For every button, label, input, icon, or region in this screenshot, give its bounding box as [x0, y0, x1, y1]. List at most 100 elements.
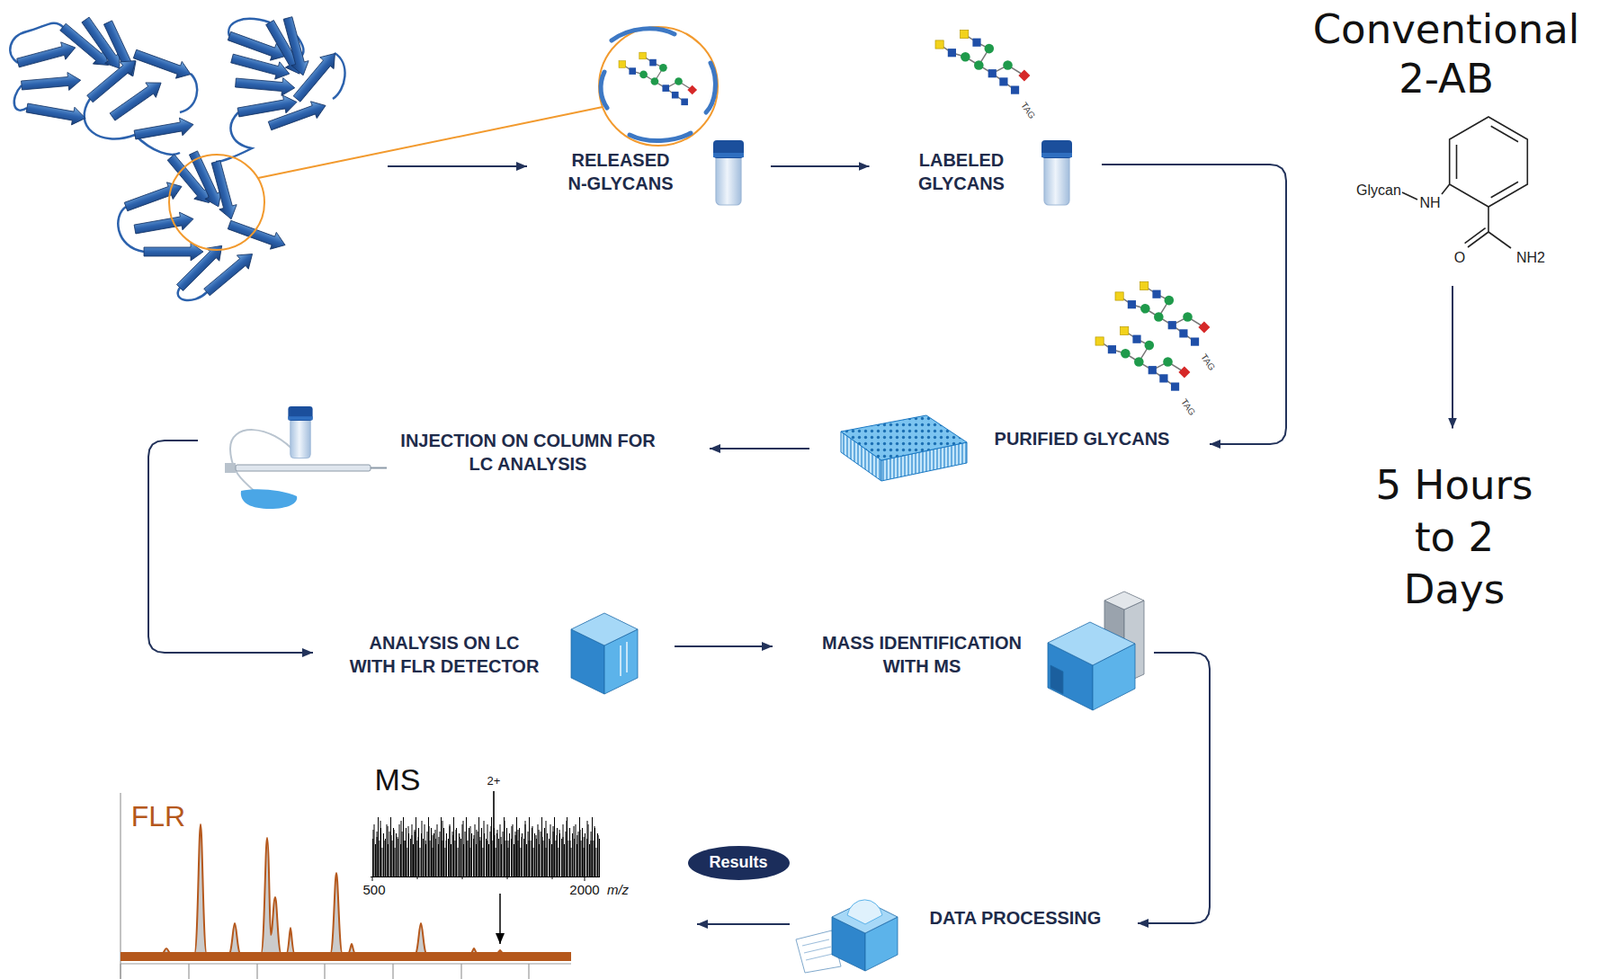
- released-glycan-figure: [600, 28, 716, 142]
- results-ellipse: [688, 846, 790, 881]
- chart-title: FLR: [131, 800, 186, 834]
- axis-unit-label: m/z: [607, 882, 629, 898]
- antibody-ribbon: [179, 73, 197, 113]
- lc-instrument-icon: [571, 613, 638, 646]
- antibody-ribbon: [20, 71, 81, 95]
- purified-glycan-figure: [1115, 281, 1210, 346]
- two-ab-structure: [1449, 116, 1529, 207]
- antibody-ribbon: [133, 116, 195, 144]
- text-group: PURIFIED GLYCANS: [993, 427, 1171, 451]
- flr-chromatogram: [119, 793, 121, 979]
- ms-spectrum: [492, 791, 495, 877]
- process-step: DATA PROCESSING: [787, 880, 1136, 979]
- flow-connector: [709, 447, 810, 450]
- time-estimate: 5 Hours to 2 Days: [1363, 430, 1547, 623]
- injection-icon: [230, 429, 297, 493]
- zoom-callout: [169, 26, 718, 251]
- vial-icon: [1041, 140, 1073, 206]
- text-group: LABELED GLYCANS: [911, 148, 1012, 196]
- released-glycan-figure: [618, 52, 698, 106]
- antibody-ribbon: [206, 159, 240, 222]
- process-step: RELEASED N-GLYCANS: [558, 134, 769, 213]
- antibody-ribbon: [9, 14, 345, 301]
- two-ab-structure: [1402, 116, 1528, 249]
- results-badge: Results: [687, 845, 791, 882]
- antibody-ribbon: [133, 210, 195, 239]
- flow-arrow: [697, 923, 790, 926]
- text-group: RELEASED N-GLYCANS: [563, 148, 678, 196]
- injection-icon: [235, 464, 371, 472]
- ms-spectrum: [372, 813, 600, 877]
- ms-spectrum: [370, 791, 600, 945]
- process-step: PURIFIED GLYCANS: [811, 408, 1208, 487]
- atom-label: NH2: [1516, 250, 1546, 267]
- released-glycan-figure: [600, 28, 716, 142]
- zoom-callout: [598, 26, 718, 146]
- ms-instrument-icon: [1047, 622, 1136, 666]
- two-ab-structure: [1491, 181, 1519, 198]
- two-ab-structure: [1441, 184, 1450, 195]
- text-group: DATA PROCESSING: [929, 906, 1102, 930]
- released-glycan-figure: [629, 133, 691, 142]
- tag-label: TAG: [1198, 352, 1218, 374]
- ms-instrument-icon: [1050, 665, 1064, 695]
- computer-icon: [795, 900, 898, 974]
- step-label: PURIFIED GLYCANS: [993, 427, 1171, 451]
- atom-label: Glycan: [1356, 182, 1402, 199]
- antibody-ribbon: [132, 45, 195, 83]
- text-group: Results: [708, 853, 769, 874]
- zoom-callout: [169, 154, 265, 251]
- tag-label: TAG: [1179, 397, 1198, 419]
- process-step: MASS IDENTIFICATION WITH MS: [774, 579, 1153, 718]
- flow-connector: [1101, 164, 1287, 445]
- lc-instrument-icon: [619, 645, 622, 677]
- antibody-ribbon: [25, 98, 87, 127]
- two-ab-structure: [1487, 206, 1490, 233]
- vial-icon: [713, 140, 744, 206]
- computer-icon: [847, 900, 883, 925]
- ms-spectrum: [372, 876, 585, 882]
- tag-label: TAG: [1018, 100, 1038, 122]
- ms-spectrum: [372, 813, 600, 877]
- step-label: LABELED GLYCANS: [911, 148, 1012, 196]
- flow-arrow: [387, 165, 528, 168]
- ms-instrument-icon: [1047, 591, 1145, 711]
- injection-icon: [287, 406, 313, 459]
- method-title-text: Conventional 2-AB: [1297, 5, 1596, 105]
- two-ab-structure: [1456, 144, 1458, 179]
- step-label: DATA PROCESSING: [929, 906, 1102, 930]
- purified-glycan-figure: [1095, 326, 1190, 391]
- axis-tick-label: 2000: [569, 882, 599, 898]
- released-glycan-figure: [611, 28, 675, 41]
- released-glycan-figure: [706, 62, 716, 113]
- well-plate-icon: [840, 415, 967, 482]
- antibody-ribbon: [123, 178, 186, 215]
- computer-icon: [802, 939, 833, 961]
- step-label: MASS IDENTIFICATION WITH MS: [811, 631, 1033, 679]
- released-glycan-figure: [600, 71, 608, 108]
- injection-icon: [224, 463, 236, 474]
- ms-spectrum: [499, 893, 501, 945]
- antibody-ribbon: [15, 38, 78, 72]
- flow-connector: [1137, 652, 1210, 924]
- process-step: LABELED GLYCANS: [871, 134, 1101, 213]
- two-ab-structure: [1402, 192, 1418, 200]
- time-estimate-text: 5 Hours to 2 Days: [1368, 459, 1541, 617]
- text-group: MASS IDENTIFICATION WITH MS: [811, 631, 1033, 679]
- injection-icon: [241, 489, 297, 510]
- flr-chromatogram: [120, 964, 572, 979]
- antibody-ribbon: [226, 216, 289, 254]
- text-group: ANALYSIS ON LC WITH FLR DETECTOR: [347, 631, 542, 679]
- antibody-ribbon: [278, 15, 312, 78]
- chart-title: MS: [375, 762, 421, 798]
- injection-icon: [370, 467, 387, 470]
- two-ab-structure: [1465, 228, 1486, 244]
- process-step: ANALYSIS ON LC WITH FLR DETECTOR: [314, 598, 673, 703]
- text-group: Conventional 2-AB: [1297, 5, 1596, 105]
- two-ab-structure: [1488, 232, 1511, 249]
- step-label: INJECTION ON COLUMN FOR LC ANALYSIS: [394, 429, 662, 476]
- antibody-ribbon: [234, 73, 295, 98]
